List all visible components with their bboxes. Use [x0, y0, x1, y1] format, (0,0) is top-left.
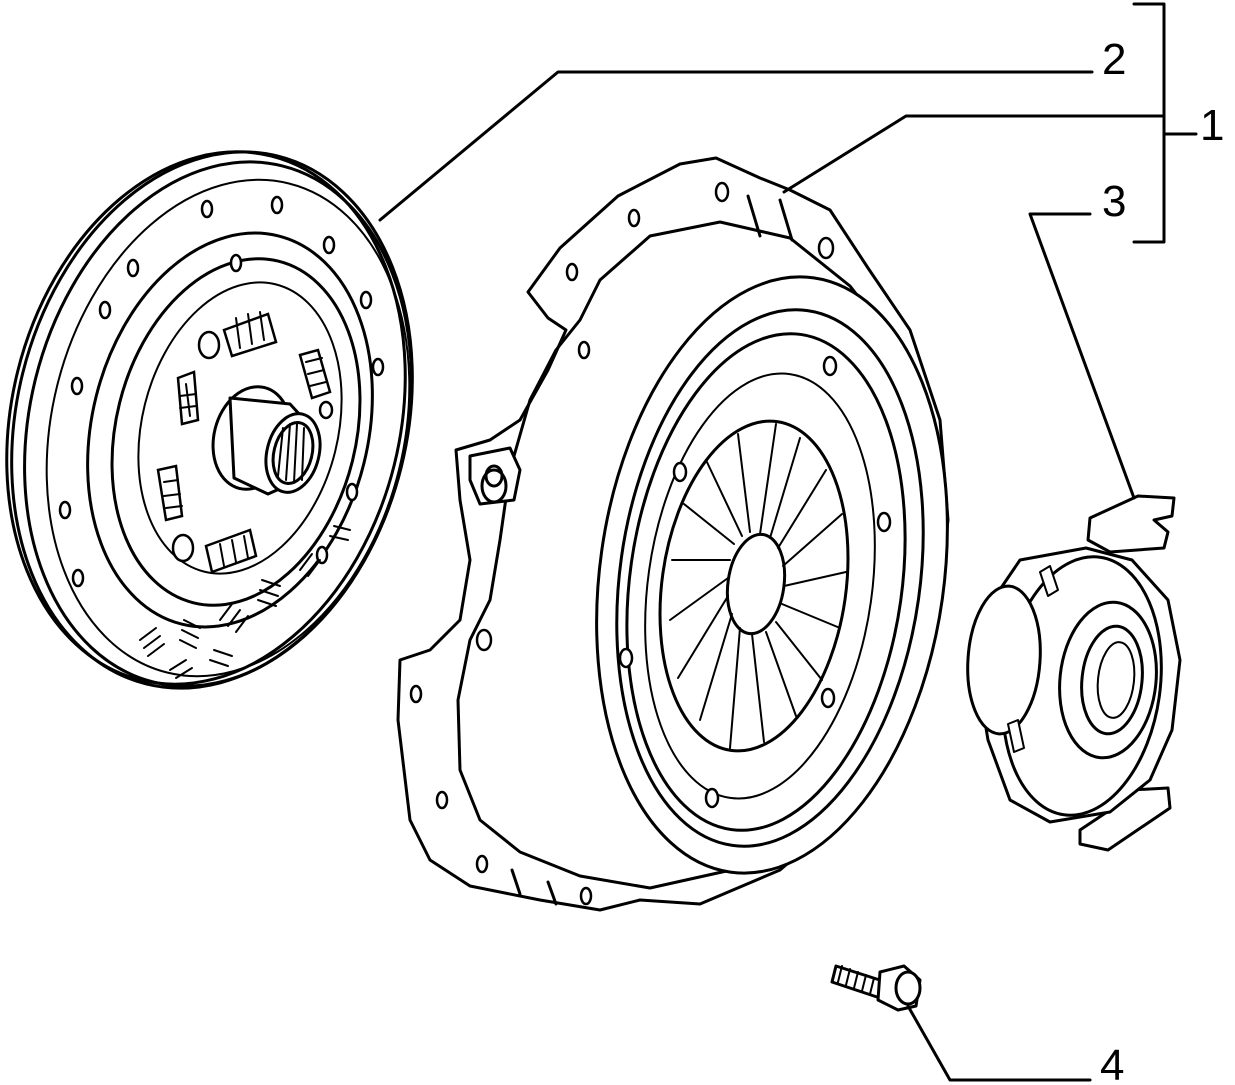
cover-holes [409, 181, 892, 906]
release-bearing-icon [966, 494, 1182, 852]
friction-texture [139, 525, 351, 679]
diaphragm-fingers [669, 423, 847, 749]
clutch-disc-icon [5, 150, 414, 690]
pressure-plate-icon [396, 156, 950, 912]
callout-4: 4 [1100, 1041, 1124, 1085]
rivet-holes [58, 195, 385, 588]
bolt-icon [830, 964, 922, 1012]
callout-2: 2 [1102, 35, 1126, 84]
callout-1: 1 [1200, 101, 1224, 150]
damper-springs [156, 311, 332, 574]
callout-3: 3 [1102, 177, 1126, 226]
leader-lines [378, 2, 1198, 1082]
splined-hub [211, 385, 322, 496]
